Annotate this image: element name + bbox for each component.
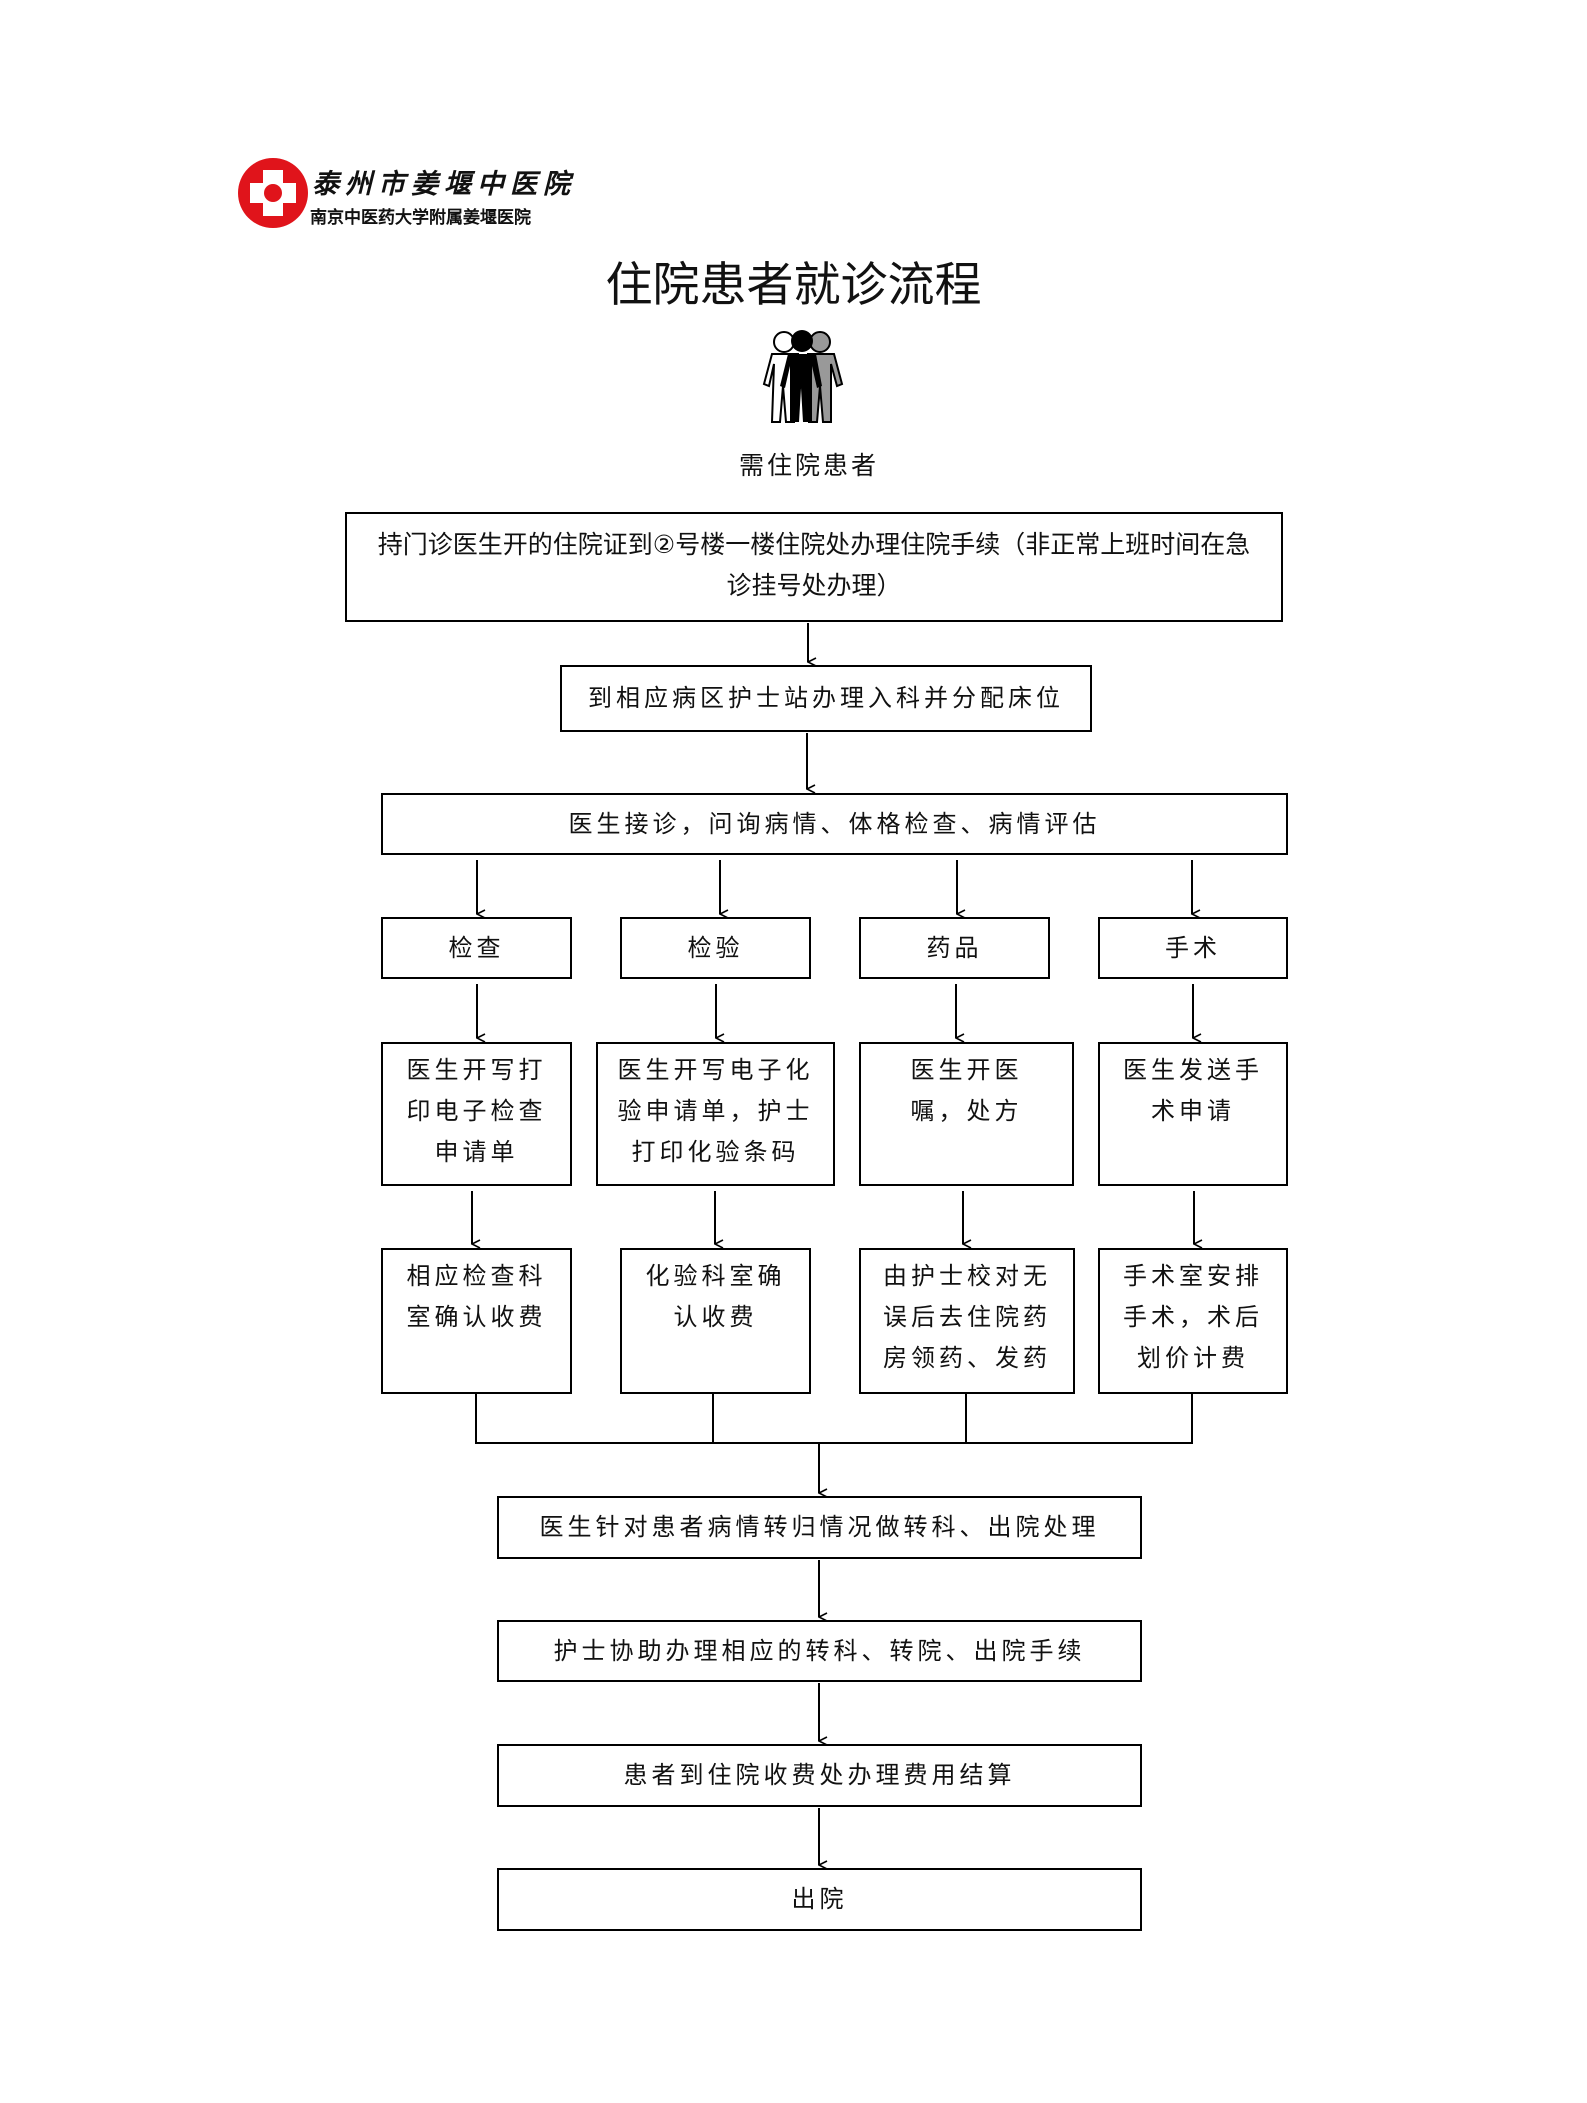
step-text: 医生开写电子化验申请单，护士打印化验条码 [617,1056,814,1166]
step-doctor-consult: 医生接诊，问询病情、体格检查、病情评估 [381,793,1288,855]
exam-final: 相应检查科室确认收费 [381,1248,572,1394]
step-text: 医生接诊，问询病情、体格检查、病情评估 [568,809,1101,838]
logo-core [264,184,282,202]
exam-detail: 医生开写打印电子检查申请单 [381,1042,572,1186]
branch-label: 药品 [926,933,983,962]
surgery-detail: 医生发送手术申请 [1098,1042,1288,1186]
step-text: 医生开写打印电子检查申请单 [406,1056,547,1166]
branch-medicine: 药品 [859,917,1050,979]
branch-label: 检查 [448,933,505,962]
step-admission-procedure: 持门诊医生开的住院证到②号楼一楼住院处办理住院手续（非正常上班时间在急诊挂号处办… [345,512,1283,622]
branch-label: 检验 [687,933,744,962]
step-text: 到相应病区护士站办理入科并分配床位 [588,684,1064,712]
patients-icon [762,330,844,423]
branch-exam: 检查 [381,917,572,979]
step-text: 医生发送手术申请 [1123,1056,1263,1125]
step-nurse-station: 到相应病区护士站办理入科并分配床位 [560,665,1092,732]
step-text: 出院 [791,1885,848,1913]
step-text: 相应检查科室确认收费 [406,1262,547,1331]
merge-line [475,1394,1193,1444]
lab-detail: 医生开写电子化验申请单，护士打印化验条码 [596,1042,835,1186]
step-text: 护士协助办理相应的转科、转院、出院手续 [553,1636,1086,1665]
step-text: 患者到住院收费处办理费用结算 [623,1761,1016,1789]
step-text: 医生针对患者病情转归情况做转科、出院处理 [539,1513,1100,1541]
logo-name: 泰州市姜堰中医院 [312,169,576,200]
medicine-final: 由护士校对无误后去住院药房领药、发药 [859,1248,1075,1394]
surgery-final: 手术室安排手术，术后划价计费 [1098,1248,1288,1394]
step-settlement: 患者到住院收费处办理费用结算 [497,1744,1142,1807]
step-text: 化验科室确认收费 [645,1262,786,1331]
step-text: 医生开医嘱，处方 [910,1056,1023,1125]
step-text: 由护士校对无误后去住院药房领药、发药 [883,1262,1051,1372]
page-title: 住院患者就诊流程 [605,258,982,313]
branch-lab-test: 检验 [620,917,811,979]
start-label: 需住院患者 [738,451,879,480]
logo-subtitle: 南京中医药大学附属姜堰医院 [310,208,531,228]
step-text: 手术室安排手术，术后划价计费 [1123,1262,1263,1372]
medicine-detail: 医生开医嘱，处方 [859,1042,1074,1186]
lab-final: 化验科室确认收费 [620,1248,811,1394]
branch-label: 手术 [1165,933,1221,962]
step-text: 持门诊医生开的住院证到②号楼一楼住院处办理住院手续（非正常上班时间在急诊挂号处办… [377,530,1251,600]
